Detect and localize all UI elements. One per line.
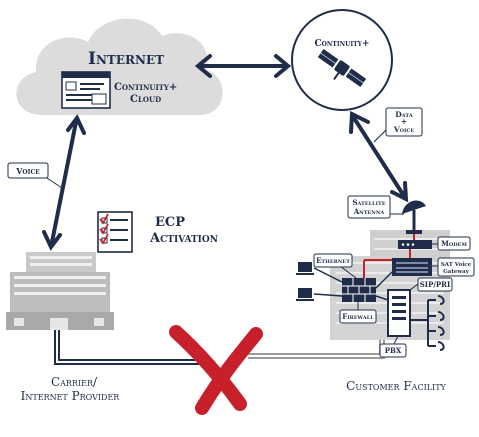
cloud-label-line2: Cloud: [130, 94, 161, 105]
facility-navy-wiring: [313, 267, 393, 301]
data-voice-line3: Voice: [393, 125, 414, 134]
data-voice-line2: +: [401, 117, 407, 126]
satellite-antenna-line1: Satellite: [352, 198, 385, 207]
cut-cross-icon: [169, 325, 263, 415]
cloud-carrier-link: [42, 114, 86, 251]
satellite-icon: [317, 48, 367, 88]
computer-icon: [296, 262, 314, 301]
sat-voice-gateway-line2: Gateway: [443, 269, 470, 275]
cloud-satellite-link: [194, 54, 292, 78]
customer-facility-label: Customer Facility: [346, 379, 446, 393]
cloud-app-window-icon: [61, 71, 111, 109]
sat-voice-gateway-device: [392, 258, 432, 276]
ethernet-label: Ethernet: [316, 256, 350, 265]
phone-icons: [410, 295, 445, 351]
firewall-callout: [339, 302, 377, 324]
ethernet-callout: [313, 253, 357, 279]
pbx-label: PBX: [385, 346, 402, 355]
firewall-label: Firewall: [342, 312, 374, 321]
voice-callout-label: Voice: [15, 166, 40, 176]
pbx-callout: [379, 335, 407, 358]
satellite-antenna-callout: [347, 195, 404, 219]
voice-callout: [7, 162, 63, 189]
data-voice-callout: [373, 107, 423, 143]
satellite-node: [291, 9, 393, 111]
modem-label: Modem: [441, 239, 467, 248]
internal-red-wiring: [363, 234, 415, 278]
firewall-icon: [342, 278, 376, 302]
sat-voice-gateway-callout: [432, 257, 475, 277]
modem-callout: [432, 236, 471, 251]
carrier-label-line1: Carrier/: [51, 375, 98, 389]
satellite-label: Continuity+: [315, 39, 370, 49]
cloud-label-line1: Continuity+: [114, 82, 177, 93]
sat-voice-gateway-line1: SAT Voice: [441, 262, 472, 268]
checklist-icon: [97, 211, 133, 253]
satellite-antenna-line2: Antenna: [353, 207, 385, 216]
carrier-label-line2: Internet Provider: [21, 389, 121, 403]
sip-pri-callout: [409, 277, 453, 292]
modem-device: [398, 240, 432, 249]
internet-title: Internet: [88, 49, 164, 69]
satellite-dish-icon: [402, 200, 426, 234]
pbx-device: [387, 289, 411, 337]
satellite-antenna-link: [349, 110, 409, 203]
ecp-label-line1: ECP: [155, 215, 185, 230]
data-voice-line1: Data: [395, 110, 413, 119]
sip-pri-label: SIP/PRI: [420, 280, 451, 289]
carrier-building: [6, 252, 114, 330]
ecp-label-line2: Activation: [149, 231, 218, 246]
